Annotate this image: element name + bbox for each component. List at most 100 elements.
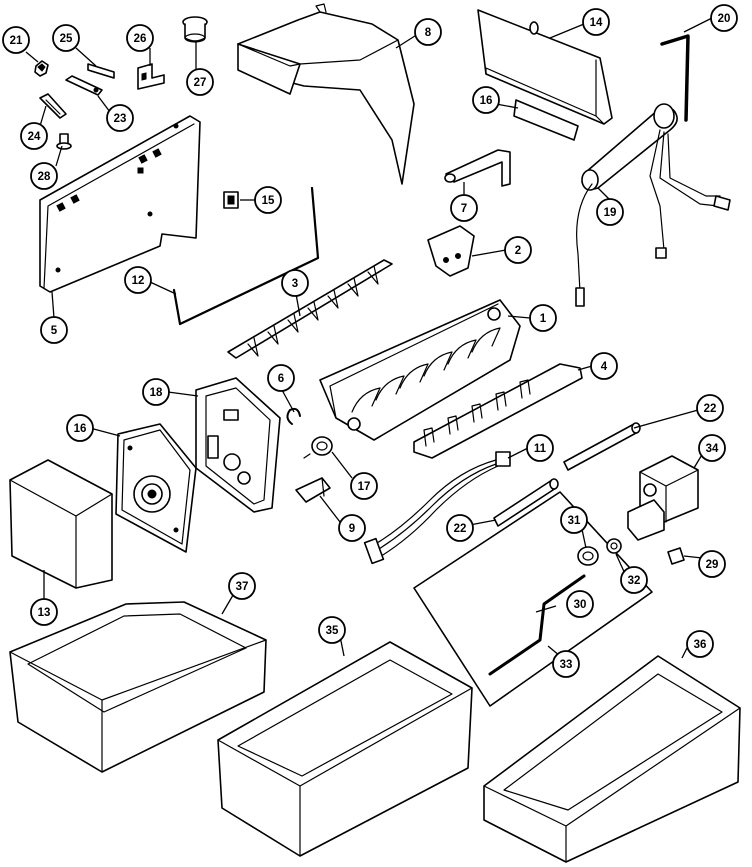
callout-1: 1 xyxy=(529,304,557,332)
callout-16-plate: 16 xyxy=(66,414,94,442)
svg-text:28: 28 xyxy=(38,171,51,183)
callouts: 1 2 3 4 5 6 7 8 9 11 12 13 14 15 16 16 1… xyxy=(2,4,738,678)
callout-13: 13 xyxy=(30,598,58,626)
callout-9: 9 xyxy=(338,514,366,542)
svg-text:35: 35 xyxy=(326,625,339,637)
svg-text:6: 6 xyxy=(278,373,284,385)
callout-27: 27 xyxy=(186,68,214,96)
svg-text:5: 5 xyxy=(51,325,58,337)
svg-text:22: 22 xyxy=(704,403,717,415)
callout-23: 23 xyxy=(106,104,134,132)
callout-35: 35 xyxy=(318,616,346,644)
leader-lines xyxy=(25,17,713,667)
svg-text:13: 13 xyxy=(38,607,51,619)
callout-12: 12 xyxy=(124,266,152,294)
part-33-kit-card xyxy=(413,491,653,707)
svg-text:21: 21 xyxy=(10,35,23,47)
svg-text:3: 3 xyxy=(292,278,298,290)
part-23-clip xyxy=(65,75,103,96)
callout-11: 11 xyxy=(526,434,554,462)
callout-31: 31 xyxy=(560,506,588,534)
svg-text:33: 33 xyxy=(560,659,573,671)
part-3-ejector xyxy=(227,259,393,359)
svg-text:24: 24 xyxy=(28,131,41,143)
svg-text:9: 9 xyxy=(349,523,355,535)
part-4-stripper xyxy=(413,363,583,459)
part-9-bracket xyxy=(295,477,331,503)
svg-text:27: 27 xyxy=(194,77,207,89)
part-36-bin xyxy=(483,655,741,863)
callout-37: 37 xyxy=(228,572,256,600)
callout-25: 25 xyxy=(52,24,80,52)
part-14-cover xyxy=(477,9,613,125)
part-25-bracket xyxy=(87,63,115,79)
callout-19: 19 xyxy=(596,198,624,226)
svg-text:36: 36 xyxy=(694,639,707,651)
svg-text:8: 8 xyxy=(425,27,432,39)
part-16-motor-plate xyxy=(115,423,197,553)
part-1-ice-mold xyxy=(319,299,521,441)
callout-7: 7 xyxy=(450,194,478,222)
callout-15: 15 xyxy=(254,186,282,214)
callout-36: 36 xyxy=(686,630,714,658)
svg-text:23: 23 xyxy=(114,113,127,125)
part-11-harness xyxy=(363,451,511,565)
callout-6: 6 xyxy=(267,364,295,392)
callout-20: 20 xyxy=(710,4,738,32)
svg-text:18: 18 xyxy=(150,387,163,399)
part-30-tube xyxy=(488,574,586,676)
callout-4: 4 xyxy=(590,352,618,380)
part-27-grommet xyxy=(182,16,208,43)
callout-8: 8 xyxy=(414,18,442,46)
svg-text:11: 11 xyxy=(534,443,547,455)
part-12-wire xyxy=(172,186,320,326)
svg-text:22: 22 xyxy=(454,523,467,535)
part-13-cover xyxy=(9,459,113,589)
callout-22-upper: 22 xyxy=(696,394,724,422)
callout-30: 30 xyxy=(566,590,594,618)
svg-text:12: 12 xyxy=(132,275,145,287)
callout-14: 14 xyxy=(582,8,610,36)
callout-29: 29 xyxy=(698,550,726,578)
part-6-clip xyxy=(286,407,301,425)
part-34-water-valve xyxy=(627,455,699,541)
callout-24: 24 xyxy=(20,122,48,150)
svg-text:14: 14 xyxy=(590,17,603,29)
part-17-gear xyxy=(303,436,333,459)
svg-text:26: 26 xyxy=(134,33,147,45)
part-18-control-module xyxy=(195,377,281,513)
part-5-mounting-plate xyxy=(39,115,201,293)
part-24-clip xyxy=(39,93,67,119)
callout-26: 26 xyxy=(126,24,154,52)
svg-text:4: 4 xyxy=(601,361,608,373)
part-7-tube xyxy=(444,149,511,187)
svg-text:37: 37 xyxy=(236,581,249,593)
svg-text:32: 32 xyxy=(628,575,641,587)
callout-22-lower: 22 xyxy=(446,514,474,542)
svg-text:31: 31 xyxy=(568,515,581,527)
part-21-clip xyxy=(34,60,49,77)
svg-text:17: 17 xyxy=(358,481,371,493)
part-26-bracket xyxy=(137,63,165,90)
svg-text:15: 15 xyxy=(262,195,275,207)
callout-3: 3 xyxy=(281,269,309,297)
part-20-rod xyxy=(660,34,690,122)
part-32-washer xyxy=(606,538,622,554)
callout-34: 34 xyxy=(698,434,726,462)
part-2-shutoff-arm xyxy=(427,225,475,277)
callout-33: 33 xyxy=(552,650,580,678)
svg-text:1: 1 xyxy=(540,313,547,325)
part-35-bin xyxy=(217,641,473,857)
part-8-fill-cup xyxy=(237,3,415,185)
part-37-bin xyxy=(9,601,267,773)
svg-text:34: 34 xyxy=(706,443,719,455)
svg-text:20: 20 xyxy=(718,13,731,25)
callout-32: 32 xyxy=(620,566,648,594)
svg-text:25: 25 xyxy=(60,33,73,45)
callout-17: 17 xyxy=(350,472,378,500)
svg-text:2: 2 xyxy=(515,245,521,257)
svg-text:30: 30 xyxy=(574,599,587,611)
part-29-nut xyxy=(667,547,685,565)
part-31-fitting xyxy=(577,546,599,566)
